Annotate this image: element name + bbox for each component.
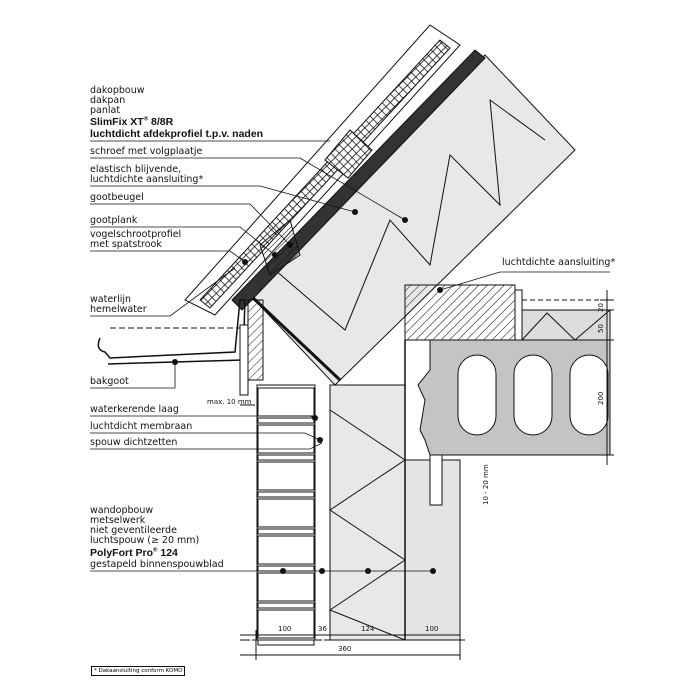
mortar-joint — [257, 528, 315, 535]
dim-gap-range: 10 - 20 mm — [482, 464, 490, 505]
label-waterline-2: hemelwater — [90, 304, 147, 315]
mortar-joint — [257, 454, 315, 461]
product-roof-name: SlimFix XT — [90, 116, 144, 128]
dim-bottom-100b: 100 — [425, 625, 439, 633]
dim-bottom-100a: 100 — [278, 625, 292, 633]
label-elastic-2: luchtdichte aansluiting* — [90, 174, 204, 185]
label-batten: panlat — [90, 105, 121, 116]
mortar-joint — [257, 602, 315, 609]
masonry-outer-leaf — [256, 384, 316, 646]
product-wall-suffix: 124 — [160, 547, 178, 559]
label-airtight-profile: luchtdicht afdekprofiel t.p.v. naden — [90, 128, 264, 140]
label-elastic-1: elastisch blijvende, — [90, 164, 182, 175]
product-roof-suffix: 8/8R — [151, 116, 174, 128]
label-inner-leaf: gestapeld binnenspouwblad — [90, 559, 224, 570]
dim-right-200: 200 — [597, 391, 605, 405]
brick — [257, 461, 315, 491]
label-wall-group: wandopbouw — [90, 505, 154, 516]
label-cavity-seal: spouw dichtzetten — [90, 437, 178, 448]
product-wall-name: PolyFort Pro — [90, 547, 154, 559]
label-airtight-membrane: luchtdicht membraan — [90, 421, 193, 432]
wall-insulation — [329, 384, 406, 641]
label-cavity-2: luchtspouw (≥ 20 mm) — [90, 535, 200, 546]
label-airtight-connection: luchtdichte aansluiting* — [502, 257, 616, 268]
label-roof-tile: dakpan — [90, 95, 126, 106]
wall-plate — [404, 284, 516, 341]
label-roof-group: dakopbouw — [90, 85, 145, 96]
registered-mark: ® — [153, 547, 158, 554]
label-product-roof: SlimFix XT® 8/8R — [90, 116, 174, 128]
box-gutter — [97, 299, 246, 365]
mortar-joint — [257, 565, 315, 572]
footnote: * Dakaansluiting conform KOMO — [91, 666, 186, 676]
dim-max-gap: max. 10 mm — [207, 398, 252, 406]
mortar-joint — [257, 417, 315, 424]
brick — [257, 424, 315, 454]
label-gutter-board: gootplank — [90, 215, 138, 226]
dim-total: 360 — [338, 645, 352, 653]
label-product-wall: PolyFort Pro® 124 — [90, 547, 178, 559]
mortar-joint — [257, 491, 315, 498]
label-water-barrier: waterkerende laag — [90, 404, 179, 415]
label-box-gutter: bakgoot — [90, 376, 129, 387]
label-gutter-bracket: gootbeugel — [90, 192, 144, 203]
brick — [257, 609, 315, 639]
brick — [257, 387, 315, 417]
registered-mark: ® — [143, 116, 149, 123]
brick — [257, 498, 315, 528]
dim-right-50: 50 — [597, 324, 605, 333]
label-masonry: metselwerk — [90, 515, 146, 526]
label-bird-profile-1: vogelschrootprofiel — [90, 229, 182, 240]
label-bird-profile-2: met spatstrook — [90, 239, 162, 250]
label-cavity-1: niet geventileerde — [90, 525, 177, 536]
dim-bottom-36: 36 — [318, 625, 327, 633]
mortar-joint — [257, 639, 315, 646]
batten-cross — [199, 39, 451, 309]
dim-right-20: 20 — [597, 303, 605, 312]
label-waterline-1: waterlijn — [90, 294, 132, 305]
dim-bottom-124: 124 — [361, 625, 375, 633]
brick — [257, 535, 315, 565]
brick — [257, 572, 315, 602]
label-screw: schroef met volgplaatje — [90, 146, 203, 157]
